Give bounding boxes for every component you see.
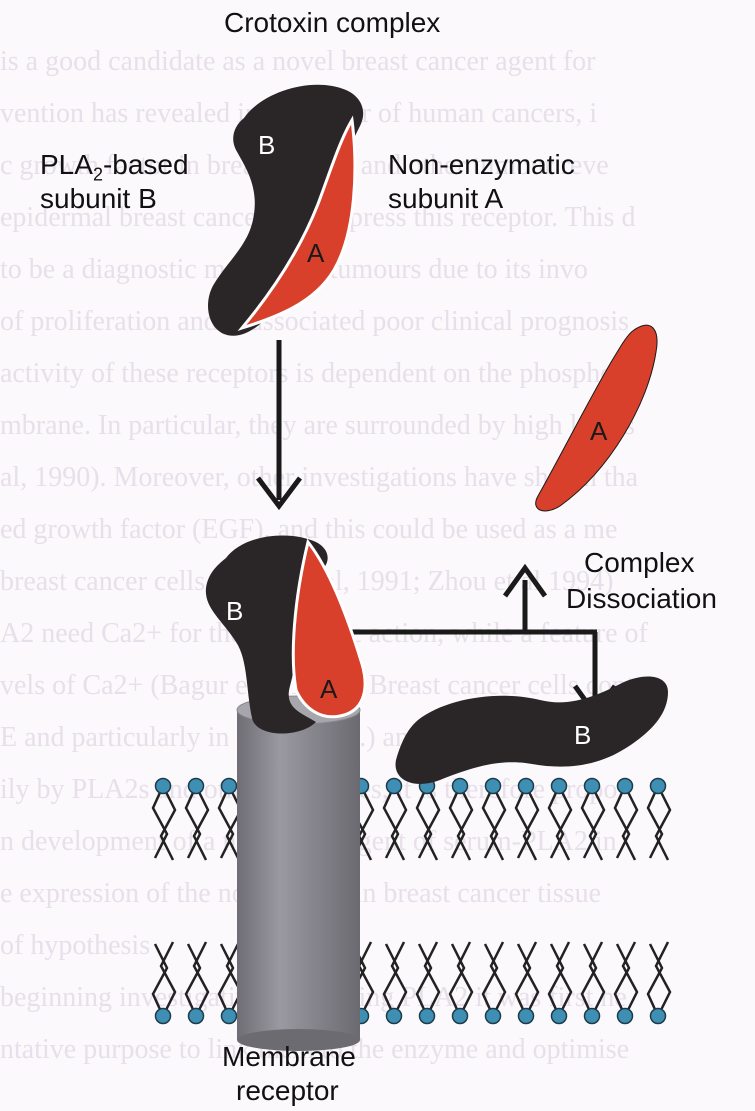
lipid-tail [194, 786, 208, 860]
lipid-tail [491, 786, 505, 860]
lipid-head [618, 779, 633, 794]
lipid-head [519, 1009, 534, 1024]
lipid-tail [582, 786, 596, 858]
lipid-tail [557, 942, 571, 1016]
lipid-tail [524, 942, 538, 1016]
lipid-head [420, 1009, 435, 1024]
lipid-tail [186, 786, 200, 858]
lipid-tail [458, 786, 472, 860]
lipid-head [222, 779, 237, 794]
dissociated-subunit-a-letter: A [590, 418, 607, 444]
lipid-tail [623, 786, 637, 860]
lipid-head [618, 1009, 633, 1024]
top-subunit-a-letter: A [307, 240, 324, 266]
subunit-a-label-line1: Non-enzymatic [388, 148, 575, 182]
lipid-head [387, 1009, 402, 1024]
lipid-tail [194, 942, 208, 1016]
lipid-tail [450, 786, 464, 858]
lipid-head [387, 779, 402, 794]
lipid-tail [359, 786, 373, 860]
membrane [153, 779, 670, 1024]
lipid-tail [582, 944, 596, 1016]
bound-complex [206, 535, 365, 733]
lipid-tail [615, 786, 629, 858]
lipid-tail [153, 786, 167, 858]
dissociated-subunit-b-letter: B [574, 722, 591, 748]
lipid-head [189, 779, 204, 794]
lipid-tail [425, 786, 439, 860]
lipid-head [453, 1009, 468, 1024]
receptor-label-line2: receptor [236, 1074, 339, 1108]
lipid-head [585, 1009, 600, 1024]
dissociation-label-line2: Dissociation [566, 582, 717, 616]
lipid-head [651, 779, 666, 794]
lipid-tail [458, 942, 472, 1016]
lipid-tail [153, 944, 167, 1016]
lipid-tail [656, 786, 670, 860]
lipid-tail [491, 942, 505, 1016]
arrow-down-association [258, 340, 300, 506]
subunit-b-label-suffix: -based [103, 149, 189, 180]
lipid-tail [615, 944, 629, 1016]
lipid-tail [483, 786, 497, 858]
lipid-tail [161, 942, 175, 1016]
lipid-tail [219, 944, 233, 1016]
crotoxin-complex-title: Crotoxin complex [224, 6, 440, 40]
lipid-tail [425, 942, 439, 1016]
lipid-head [156, 779, 171, 794]
lipid-head [486, 1009, 501, 1024]
lipid-tail [516, 944, 530, 1016]
lipid-tail [549, 944, 563, 1016]
bound-subunit-a-letter: A [320, 676, 337, 702]
dissociation-label-line1: Complex [584, 546, 694, 580]
lipid-head [156, 1009, 171, 1024]
lipid-head [552, 1009, 567, 1024]
receptor-label-line1: Membrane [222, 1040, 356, 1074]
lipid-head [189, 1009, 204, 1024]
lipid-tail [623, 942, 637, 1016]
subunit-a-label-line2: subunit A [388, 182, 503, 216]
dissociated-subunit-b-shape [396, 677, 668, 784]
lipid-head [552, 779, 567, 794]
lipid-tail [450, 944, 464, 1016]
lipid-tail [483, 944, 497, 1016]
lipid-tail [384, 944, 398, 1016]
lipid-tail [186, 944, 200, 1016]
top-complex [208, 85, 363, 336]
lipid-tail [590, 942, 604, 1016]
lipid-head [519, 779, 534, 794]
lipid-tail [417, 786, 431, 858]
top-subunit-b-letter: B [258, 132, 275, 158]
lipid-tail [359, 942, 373, 1016]
lipid-tail [590, 786, 604, 860]
lipid-tail [648, 786, 662, 858]
subunit-b-label-line2: subunit B [40, 182, 157, 216]
lipid-tail [524, 786, 538, 860]
lipid-head [222, 1009, 237, 1024]
lipid-tail [417, 944, 431, 1016]
lipid-tail [549, 786, 563, 858]
lipid-head [585, 779, 600, 794]
lipid-head [651, 1009, 666, 1024]
lipid-tail [648, 944, 662, 1016]
lipid-tail [656, 942, 670, 1016]
lipid-head [453, 779, 468, 794]
lipid-head [486, 779, 501, 794]
bound-subunit-b-letter: B [226, 598, 243, 624]
lipid-tail [219, 786, 233, 858]
lipid-tail [557, 786, 571, 860]
subunit-b-label-pla: PLA [40, 149, 93, 180]
lipid-tail [384, 786, 398, 858]
lipid-tail [161, 786, 175, 860]
lipid-tail [392, 786, 406, 860]
lipid-tail [392, 942, 406, 1016]
membrane-receptor-shape [237, 696, 360, 1051]
lipid-tail [516, 786, 530, 858]
